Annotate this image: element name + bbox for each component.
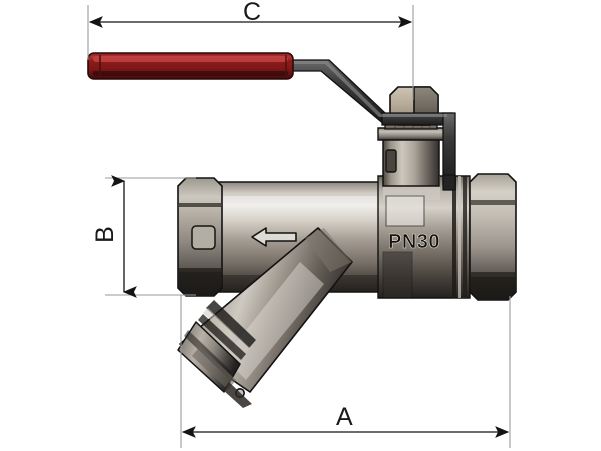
dimension-A (180, 295, 511, 448)
dimension-C (87, 5, 414, 100)
ball-chamber-section (377, 175, 471, 299)
lever-arm (290, 59, 456, 191)
right-hex-end-nut (469, 173, 517, 301)
y-strainer-bowl (177, 227, 353, 408)
dimension-label-c: C (243, 0, 262, 26)
pn-rating-marking: PN30 (388, 231, 440, 254)
red-lever-handle (87, 52, 294, 80)
flow-direction-arrow-icon (251, 227, 297, 247)
svg-text:PN30: PN30 (388, 231, 440, 253)
dimension-label-b: B (90, 226, 119, 243)
dimension-label-a: A (336, 403, 353, 431)
